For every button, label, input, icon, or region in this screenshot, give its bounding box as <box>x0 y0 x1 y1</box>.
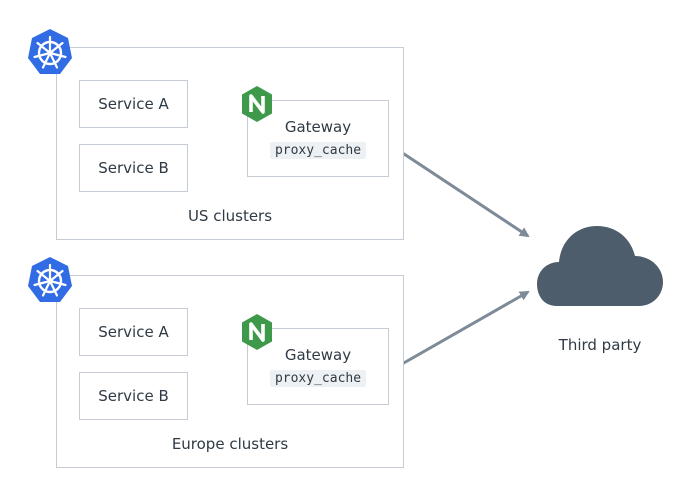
nginx-icon <box>242 314 272 350</box>
service-b-box: Service B <box>79 372 188 420</box>
gateway-box: Gateway proxy_cache <box>247 100 389 177</box>
third-party-label: Third party <box>558 336 642 354</box>
service-b-box: Service B <box>79 144 188 192</box>
gateway-title: Gateway <box>284 346 352 364</box>
kubernetes-icon <box>28 29 72 74</box>
nginx-icon <box>242 86 272 122</box>
service-a-box: Service A <box>79 308 188 356</box>
gateway-code: proxy_cache <box>269 142 367 159</box>
arrow-eu-gateway-third-party <box>394 290 530 370</box>
arrow-us-gateway-third-party <box>394 146 530 238</box>
cluster-label: US clusters <box>187 207 273 225</box>
gateway-title: Gateway <box>284 118 352 136</box>
kubernetes-icon <box>28 257 72 302</box>
service-a-box: Service A <box>79 80 188 128</box>
cloud-icon <box>537 226 663 306</box>
cluster-label: Europe clusters <box>171 435 289 453</box>
gateway-code: proxy_cache <box>269 370 367 387</box>
